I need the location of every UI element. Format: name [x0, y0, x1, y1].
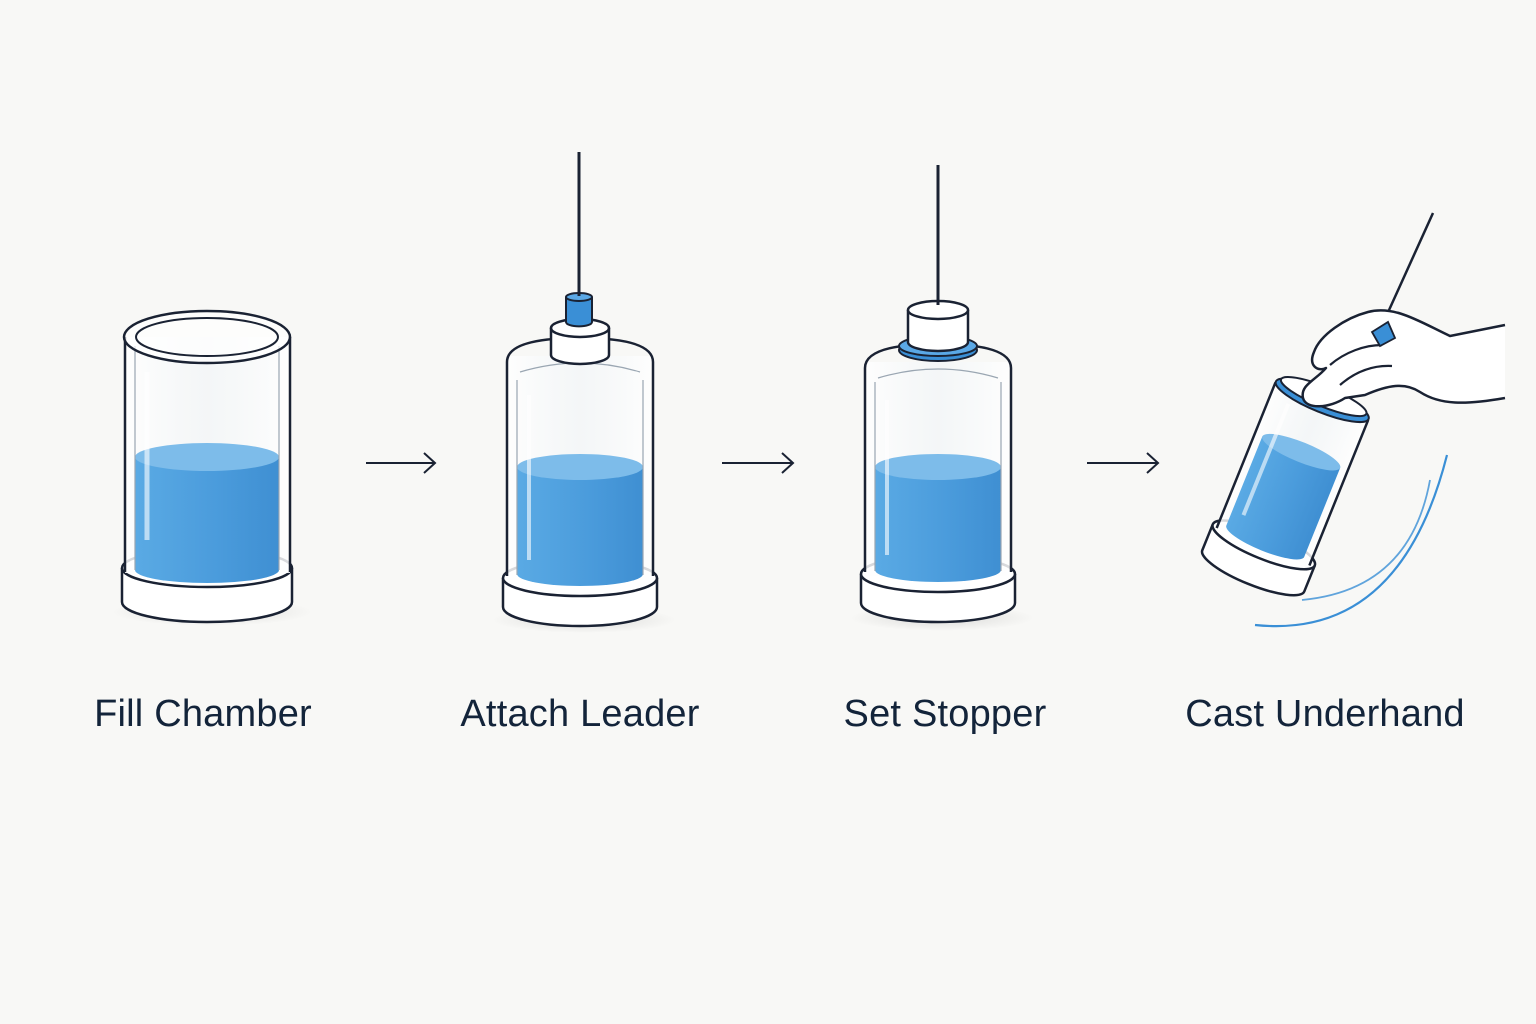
chamber-with-leader-icon — [492, 152, 676, 633]
step-label-fill-chamber: Fill Chamber — [94, 693, 312, 735]
step-label-cast-underhand: Cast Underhand — [1185, 693, 1465, 735]
chamber-with-stopper-icon — [850, 165, 1034, 631]
step-label-attach-leader: Attach Leader — [460, 693, 700, 735]
right-arrow-icon — [1087, 452, 1160, 474]
right-arrow-icon — [366, 452, 437, 474]
right-arrow-icon — [722, 452, 795, 474]
step-label-set-stopper: Set Stopper — [843, 693, 1047, 735]
hand-casting-chamber-icon — [1200, 212, 1506, 628]
filled-chamber-icon — [112, 309, 312, 626]
